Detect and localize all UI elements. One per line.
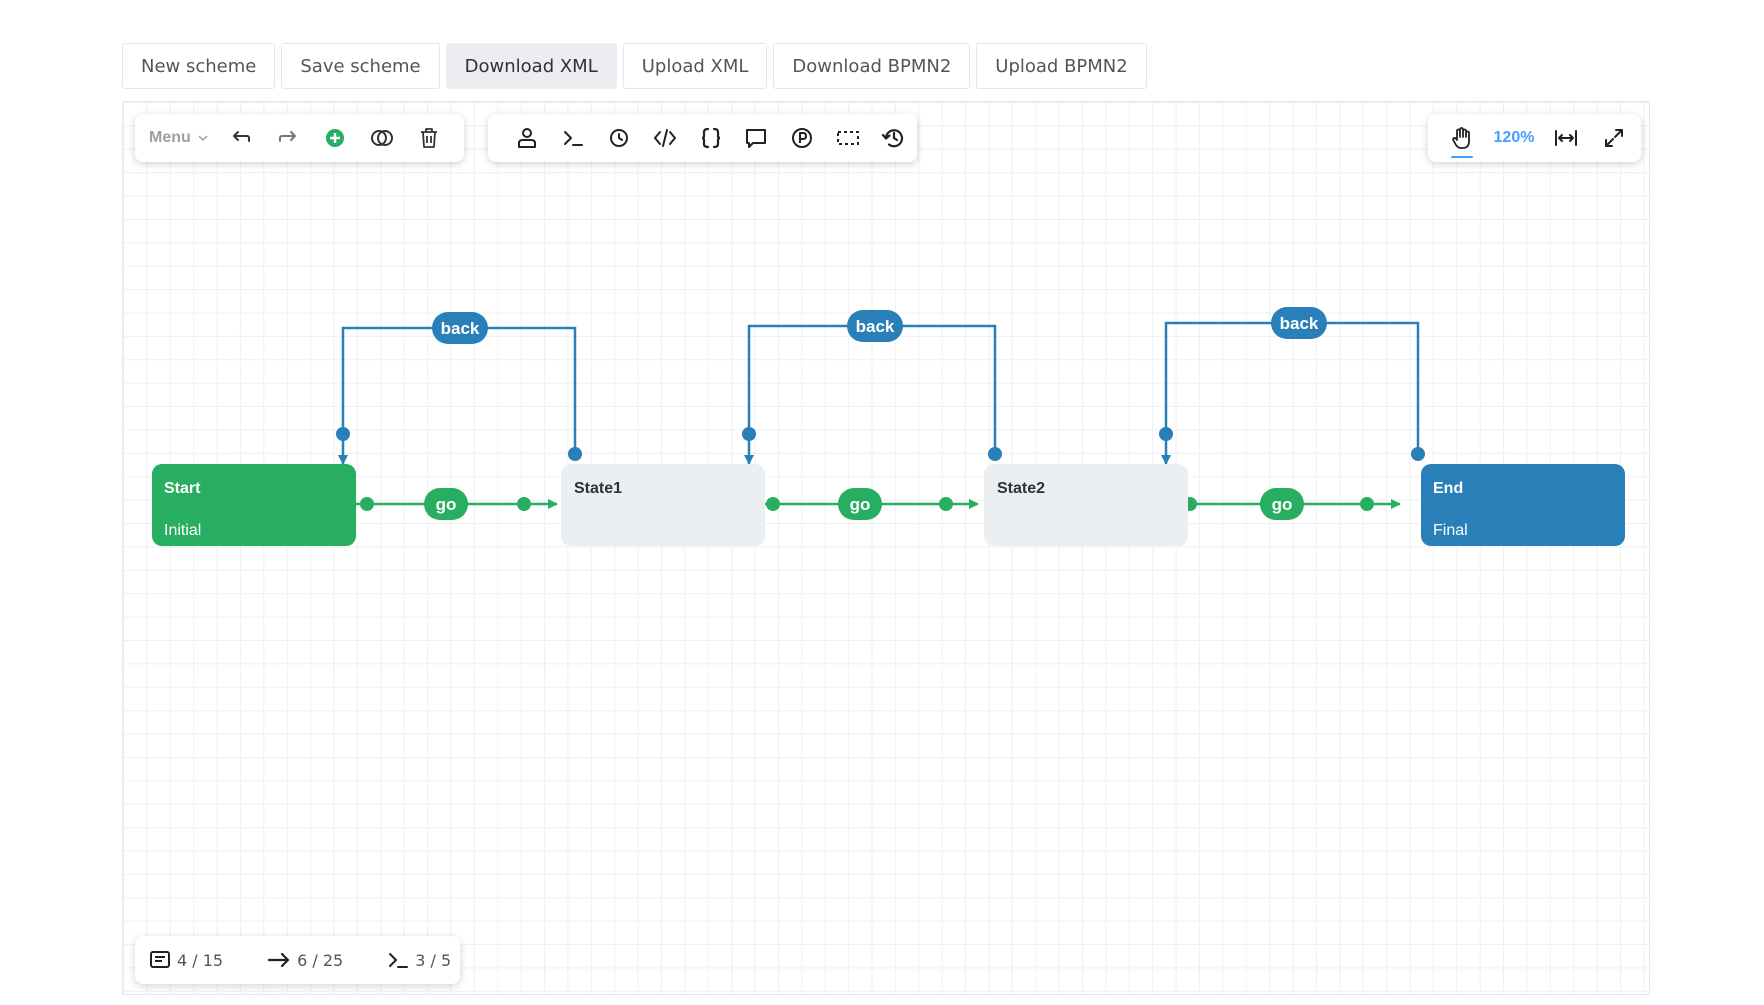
go-label-text: go (436, 495, 457, 514)
hand-icon (1452, 127, 1470, 149)
pan-mode-button[interactable] (1438, 118, 1486, 158)
view-toolbar: 120% (1428, 114, 1641, 162)
commands-count-value: 3 / 5 (415, 950, 452, 970)
activity-state: Initial (164, 522, 201, 539)
transition-back-state2-state1[interactable]: back (742, 310, 1002, 465)
fit-width-icon (1555, 130, 1577, 146)
code-actions-button[interactable] (642, 118, 688, 158)
activity-start[interactable]: Start Initial (152, 464, 356, 546)
transitions-count: 6 / 25 (267, 950, 343, 970)
toggle-icon (370, 130, 393, 146)
activity-name: Start (164, 480, 201, 497)
go-label-text: go (1272, 495, 1293, 514)
connector-dot[interactable] (1159, 427, 1173, 441)
comments-button[interactable] (733, 118, 779, 158)
commands-count: 3 / 5 (387, 950, 451, 970)
activities-count-value: 4 / 15 (177, 950, 224, 970)
commands-button[interactable] (550, 118, 596, 158)
transition-label-back[interactable] (847, 310, 903, 342)
history-icon (881, 129, 904, 148)
undo-button[interactable] (217, 118, 264, 158)
transitions-count-value: 6 / 25 (297, 950, 344, 970)
transition-label-back[interactable] (1271, 307, 1327, 339)
transition-label-go[interactable] (424, 488, 468, 520)
redo-button[interactable] (264, 118, 311, 158)
activity-state: Final (1433, 522, 1468, 539)
go-label-text: go (850, 495, 871, 514)
code-action-icon (653, 129, 676, 147)
activity-name: End (1433, 480, 1463, 497)
actor-icon (517, 128, 536, 148)
timer-icon (609, 129, 628, 147)
timers-button[interactable] (596, 118, 642, 158)
connector-dot[interactable] (742, 427, 756, 441)
back-label-text: back (856, 317, 895, 336)
zoom-level[interactable]: 120% (1493, 129, 1535, 146)
designer-canvas[interactable]: back back back go (122, 101, 1650, 995)
toggle-button[interactable] (358, 118, 405, 158)
save-scheme-button[interactable]: Save scheme (281, 43, 440, 89)
undo-icon (232, 131, 250, 142)
delete-icon (420, 128, 437, 148)
activity-state2[interactable]: State2 (984, 464, 1188, 546)
scheme-actions: New scheme Save scheme Download XML Uplo… (122, 43, 1147, 89)
activity-state1[interactable]: State1 (561, 464, 765, 546)
menu-dropdown[interactable]: Menu (149, 129, 217, 147)
redo-icon (278, 131, 296, 142)
actors-button[interactable] (504, 118, 550, 158)
parameters-button[interactable] (688, 118, 734, 158)
download-xml-button[interactable]: Download XML (445, 43, 617, 89)
add-activity-button[interactable] (311, 118, 358, 158)
element-toolbar (488, 114, 917, 162)
connector-dot[interactable] (568, 447, 582, 461)
transition-go-state2-end[interactable]: go (1175, 488, 1401, 520)
transition-go-start-state1[interactable]: go (352, 488, 558, 520)
fit-width-button[interactable] (1542, 118, 1590, 158)
expand-icon (1605, 129, 1623, 147)
transition-back-end-state2[interactable]: back (1159, 307, 1425, 465)
activity-name: State1 (574, 480, 622, 497)
back-label-text: back (441, 319, 480, 338)
edit-toolbar: Menu (135, 114, 464, 162)
workflow-diagram: back back back go (152, 307, 1625, 546)
transition-label-go[interactable] (838, 488, 882, 520)
command-icon (563, 131, 583, 146)
activities-count: 4 / 15 (149, 950, 223, 970)
new-scheme-button[interactable]: New scheme (122, 43, 276, 89)
stats-bar: 4 / 15 6 / 25 3 / 5 (135, 936, 460, 984)
process-parameters-icon (792, 128, 813, 148)
process-parameters-button[interactable] (779, 118, 825, 158)
upload-xml-button[interactable]: Upload XML (622, 43, 768, 89)
connector-dot[interactable] (988, 447, 1002, 461)
transition-go-state1-state2[interactable]: go (758, 488, 979, 520)
connector-dot[interactable] (766, 497, 780, 511)
menu-label: Menu (149, 129, 191, 146)
arrow-right-icon (268, 952, 290, 968)
parameters-icon (701, 127, 720, 149)
delete-button[interactable] (405, 118, 452, 158)
upload-bpmn2-button[interactable]: Upload BPMN2 (976, 43, 1147, 89)
chevron-down-icon (198, 135, 208, 142)
connector-dot[interactable] (517, 497, 531, 511)
back-label-text: back (1280, 314, 1319, 333)
connector-dot[interactable] (336, 427, 350, 441)
transition-label-go[interactable] (1260, 488, 1304, 520)
download-bpmn2-button[interactable]: Download BPMN2 (773, 43, 971, 89)
activity-name: State2 (997, 480, 1045, 497)
fullscreen-button[interactable] (1590, 118, 1638, 158)
connector-dot[interactable] (1411, 447, 1425, 461)
add-activity-icon (325, 129, 344, 147)
transition-back-state1-start[interactable]: back (336, 312, 582, 465)
connector-dot[interactable] (1360, 497, 1374, 511)
activity-end[interactable]: End Final (1421, 464, 1625, 546)
connector-dot[interactable] (360, 497, 374, 511)
connector-dot[interactable] (939, 497, 953, 511)
comment-icon (746, 129, 767, 148)
command-icon (389, 953, 409, 968)
select-area-icon (837, 131, 860, 145)
select-area-button[interactable] (825, 118, 871, 158)
activity-icon (150, 951, 170, 968)
history-button[interactable] (871, 118, 917, 158)
transition-label-back[interactable] (432, 312, 488, 344)
